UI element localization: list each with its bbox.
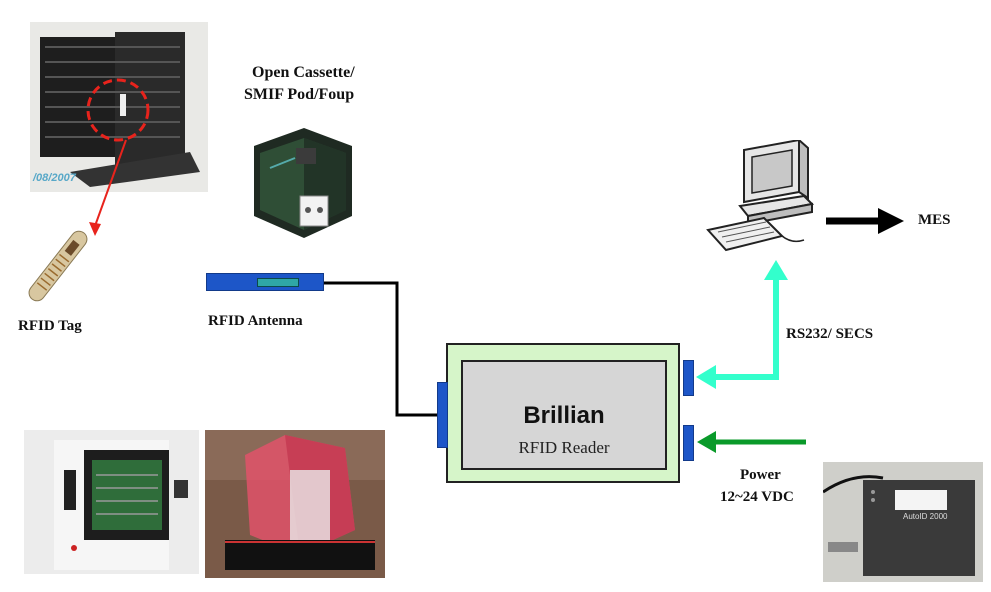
power-label-line2: 12~24 VDC — [720, 489, 794, 505]
rfid-antenna-bar — [206, 273, 324, 291]
red-pod-photo — [205, 430, 385, 578]
photo-date-stamp: /08/2007 — [33, 172, 76, 184]
tag-arrowhead — [89, 222, 101, 236]
smif-pod-photo — [240, 118, 368, 246]
rs232-line — [714, 274, 779, 380]
mes-arrowhead — [878, 208, 904, 234]
cassette-label-line1: Open Cassette/ — [252, 64, 355, 81]
power-label-line1: Power — [740, 467, 781, 483]
autoid-device-photo: AutoID 2000 — [823, 462, 983, 582]
reader-brand: Brillian — [523, 402, 605, 429]
reader-panel: Brillian RFID Reader — [461, 360, 667, 470]
antenna-port — [437, 382, 448, 448]
power-arrowhead — [697, 431, 716, 453]
rfid-tag-photo — [14, 224, 102, 308]
rfid-reader-box: Brillian RFID Reader — [446, 343, 680, 483]
rfid-antenna-label: RFID Antenna — [208, 313, 303, 329]
rfid-tag-label: RFID Tag — [18, 318, 82, 334]
device-label: AutoID 2000 — [903, 512, 948, 521]
tag-arrow — [94, 139, 127, 227]
computer-icon — [704, 140, 816, 262]
antenna-cable — [322, 281, 437, 417]
rs232-arrowhead-up — [764, 260, 788, 280]
mes-label: MES — [918, 212, 951, 228]
rs232-port — [683, 360, 694, 396]
handler-photo — [24, 430, 199, 574]
rs232-arrowhead-left — [696, 365, 716, 389]
cassette-photo: /08/2007 — [30, 22, 208, 192]
rs232-label: RS232/ SECS — [786, 326, 874, 342]
power-port — [683, 425, 694, 461]
cassette-label-line2: SMIF Pod/Foup — [244, 86, 355, 103]
reader-name: RFID Reader — [518, 438, 610, 457]
antenna-element — [257, 278, 299, 287]
